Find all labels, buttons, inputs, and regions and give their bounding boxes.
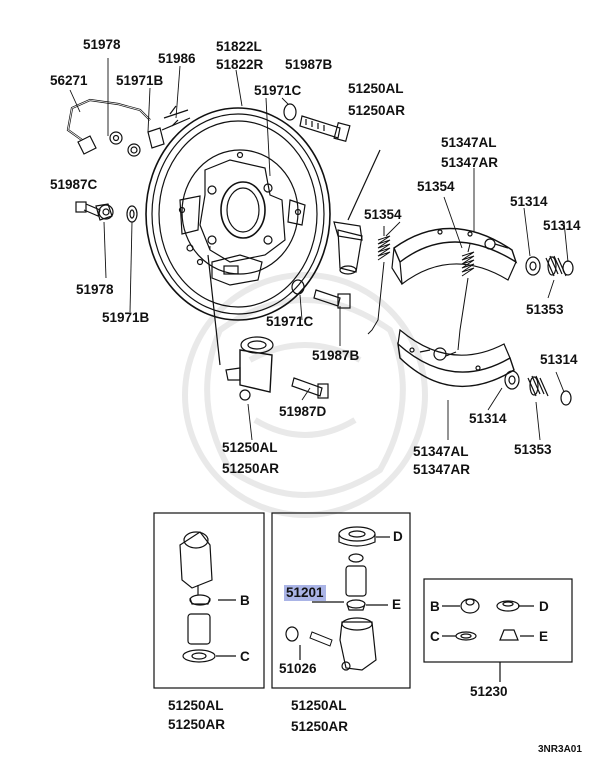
kit-label-c: C [430, 629, 440, 644]
bolt-51987c [75, 201, 138, 223]
label-51978-bot: 51978 [76, 282, 114, 297]
label-51314-b: 51314 [543, 218, 581, 233]
label-51250ar-mid: 51250AR [222, 461, 280, 476]
label-51987c: 51987C [50, 177, 98, 192]
diagram-code: 3NR3A01 [538, 744, 582, 755]
leader-lines [69, 58, 569, 441]
label-51987b-top: 51987B [285, 57, 333, 72]
return-springs [367, 226, 475, 351]
wheel-cylinder-small [333, 149, 381, 275]
label-51971b-bot: 51971B [102, 310, 150, 325]
label-51971b-top: 51971B [116, 73, 164, 88]
hold-down-parts [504, 255, 574, 406]
box1-label-51250ar: 51250AR [168, 717, 226, 732]
label-51987b-bot: 51987B [312, 348, 360, 363]
backing-plate [145, 107, 331, 321]
brake-shoe-upper [391, 227, 518, 286]
bolt-51987b-top [283, 103, 351, 143]
label-51987d: 51987D [279, 404, 327, 419]
label-51353-b: 51353 [514, 442, 552, 457]
label-56271: 56271 [50, 73, 88, 88]
label-51314-d: 51314 [469, 411, 507, 426]
label-51354-a: 51354 [417, 179, 455, 194]
label-51314-c: 51314 [540, 352, 578, 367]
brake-shoe-lower [397, 328, 515, 388]
box-wheel-cylinder-2 [271, 512, 411, 689]
label-51971c-top: 51971C [254, 83, 302, 98]
box-repair-kit [423, 578, 573, 682]
label-51026: 51026 [279, 661, 317, 676]
label-51347al-top: 51347AL [441, 135, 497, 150]
label-51986: 51986 [158, 51, 196, 66]
box1-label-51250al: 51250AL [168, 698, 224, 713]
watermark-seal [182, 272, 428, 518]
label-51314-a: 51314 [510, 194, 548, 209]
box-wheel-cylinder-1 [153, 512, 265, 689]
kit-label-d: D [539, 599, 549, 614]
box2-label-51250al: 51250AL [291, 698, 347, 713]
wheel-cylinder-assy [207, 254, 274, 401]
box1-label-c: C [240, 649, 250, 664]
box2-label-e: E [392, 597, 402, 612]
label-51347al-bot: 51347AL [413, 444, 469, 459]
label-51822l: 51822L [216, 39, 262, 54]
label-51250al-top: 51250AL [348, 81, 404, 96]
label-51822r: 51822R [216, 57, 264, 72]
label-51250ar-top: 51250AR [348, 103, 406, 118]
label-51347ar-bot: 51347AR [413, 462, 471, 477]
label-51250al-mid: 51250AL [222, 440, 278, 455]
box1-label-b: B [240, 593, 250, 608]
label-51230: 51230 [470, 684, 508, 699]
bolt-51987d [291, 377, 329, 399]
kit-label-e: E [539, 629, 549, 644]
bolt-51987b-lower [291, 279, 351, 309]
label-51353-a: 51353 [526, 302, 564, 317]
box2-label-d: D [393, 529, 403, 544]
box2-label-51250ar: 51250AR [291, 719, 349, 734]
label-51354-b: 51354 [364, 207, 402, 222]
label-51971c-bot: 51971C [266, 314, 314, 329]
highlighted-part-51201[interactable]: 51201 [284, 585, 326, 601]
label-51978-top: 51978 [83, 37, 121, 52]
brake-pipe [66, 98, 191, 157]
kit-label-b: B [430, 599, 440, 614]
label-51347ar-top: 51347AR [441, 155, 499, 170]
